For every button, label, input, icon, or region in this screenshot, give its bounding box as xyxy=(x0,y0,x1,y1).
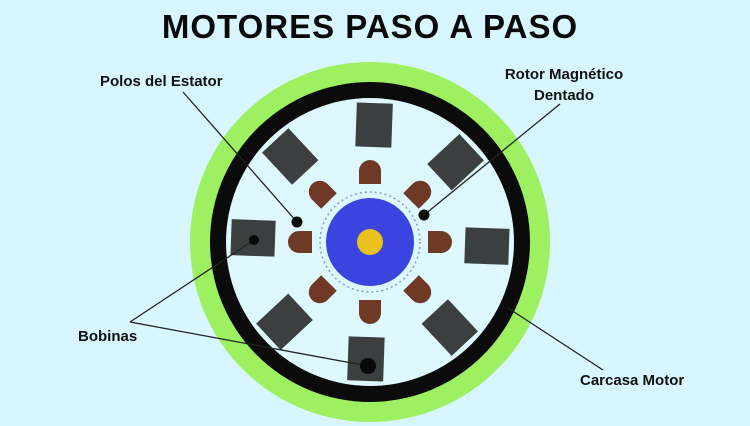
page-title: MOTORES PASO A PASO xyxy=(161,8,579,45)
rotor-tooth xyxy=(359,160,381,184)
leader-dot-coils-lower xyxy=(360,358,376,374)
rotor-tooth xyxy=(428,231,452,253)
stator-coils xyxy=(230,102,510,382)
rotor-tooth xyxy=(359,300,381,324)
stator-coil xyxy=(427,134,484,191)
rotor-teeth xyxy=(288,160,452,324)
rotor-tooth xyxy=(308,275,337,304)
rotor-shaft xyxy=(357,229,383,255)
rotor-tooth xyxy=(288,231,312,253)
leader-line-coils-upper xyxy=(129,239,255,323)
stator-coil xyxy=(355,102,393,148)
rotor-tooth xyxy=(403,275,432,304)
label-stator-poles: Polos del Estator xyxy=(100,73,223,90)
stator-coil xyxy=(256,293,313,350)
rotor-dotted-outline xyxy=(319,191,421,293)
leader-dot-stator-poles xyxy=(291,216,303,228)
leader-line-coils-lower xyxy=(129,321,369,367)
leader-lines xyxy=(129,91,604,374)
stator-coil xyxy=(464,227,510,265)
label-rotor-line2: Dentado xyxy=(534,87,594,104)
leader-line-housing xyxy=(507,307,604,371)
stator-coil xyxy=(262,128,319,185)
leader-dot-rotor xyxy=(418,209,430,221)
leader-line-rotor xyxy=(423,103,561,216)
rotor-tooth xyxy=(403,180,432,209)
leader-line-stator-poles xyxy=(182,91,298,223)
rotor-tooth xyxy=(308,180,337,209)
stator-coil xyxy=(421,299,478,356)
label-rotor: Rotor Magnético Dentado xyxy=(500,64,628,106)
label-rotor-line1: Rotor Magnético xyxy=(504,66,624,83)
label-housing: Carcasa Motor xyxy=(580,372,685,389)
leader-dot-coils-upper xyxy=(249,235,259,245)
label-coils: Bobinas xyxy=(78,328,138,345)
